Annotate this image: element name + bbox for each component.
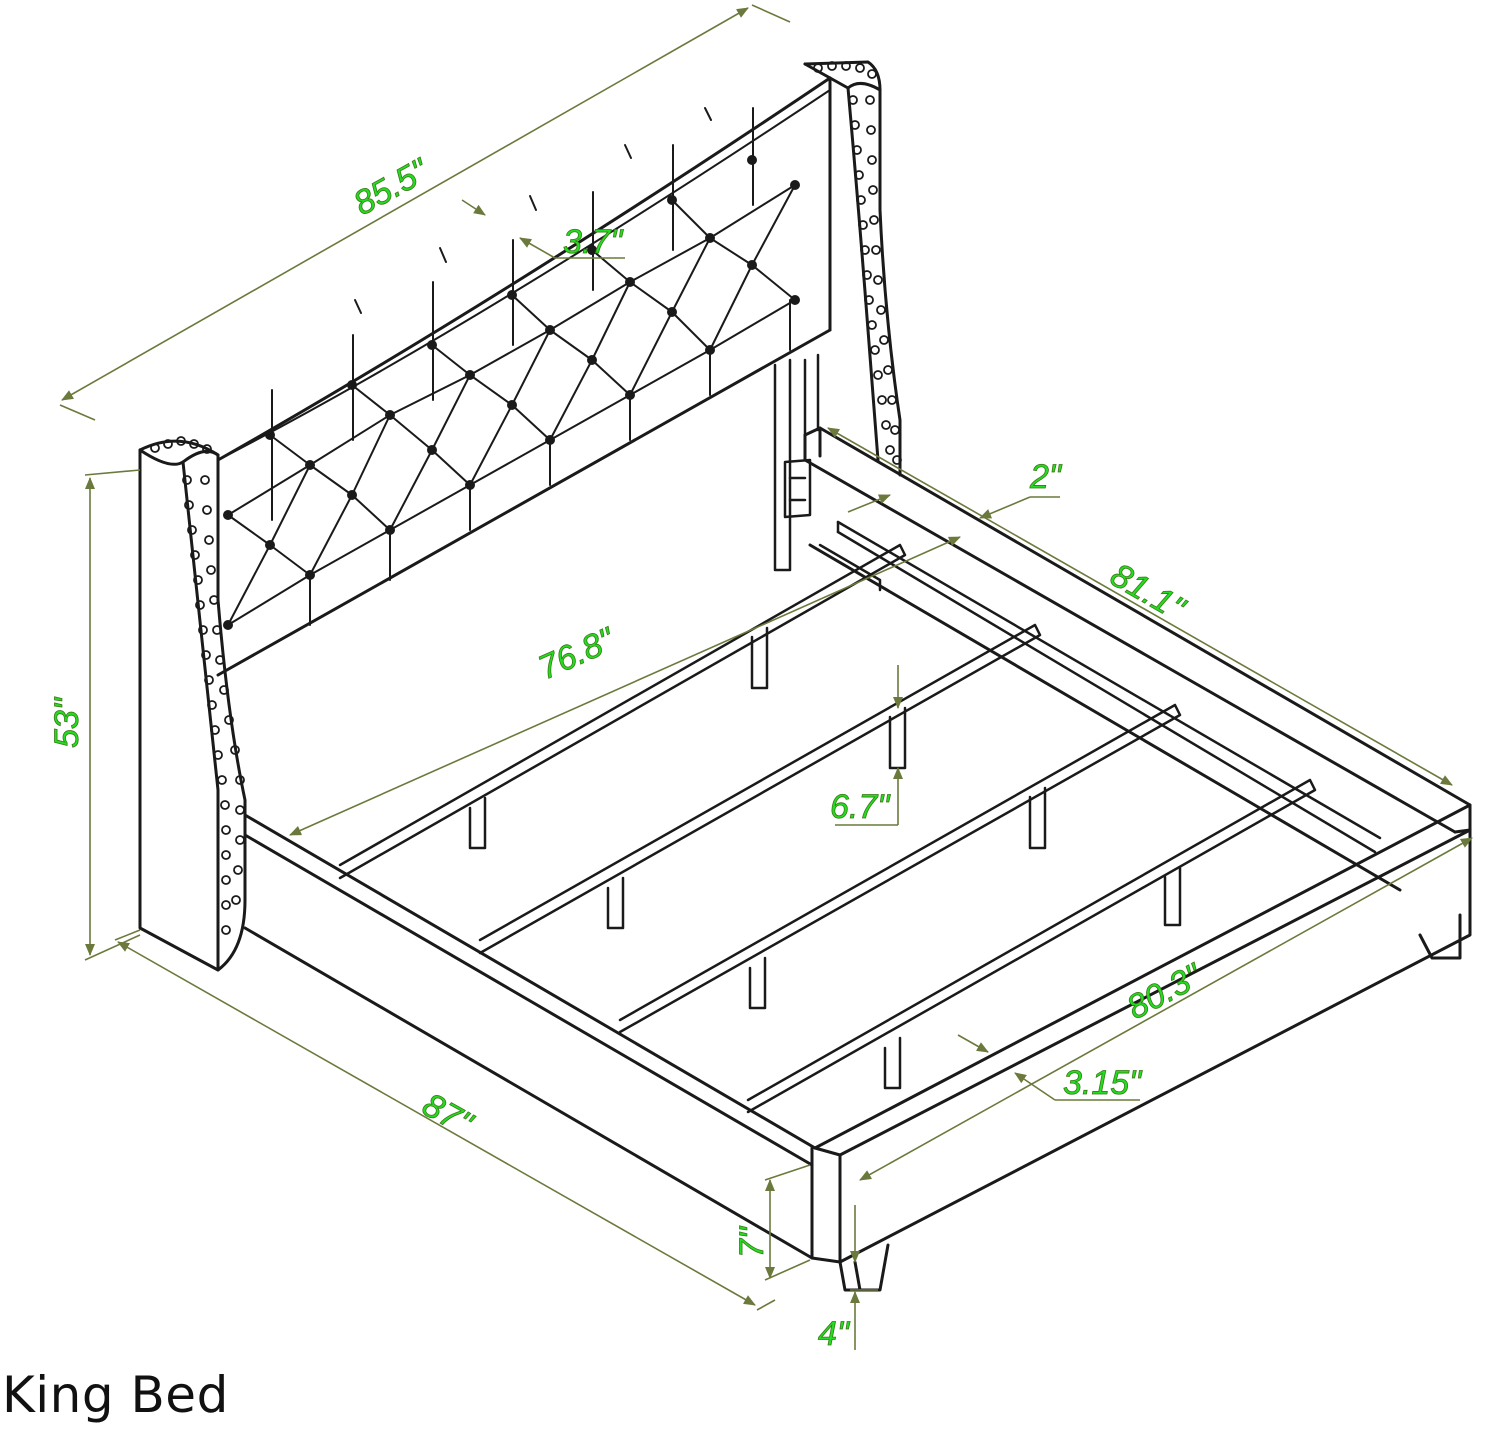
label-6-7: 6.7" [830, 788, 891, 826]
footboard-rail [810, 803, 1472, 1292]
dimension-lines [59, 4, 1473, 1350]
slat-legs [468, 626, 1182, 1090]
label-3-7: 3.7" [563, 223, 624, 261]
dim-line-3-7 [461, 199, 486, 216]
left-wing-post [138, 439, 247, 972]
tufting-buttons [223, 155, 800, 630]
nailhead-trim [150, 61, 902, 935]
label-76-8: 76.8" [533, 620, 622, 687]
label-7: 7" [733, 1225, 771, 1258]
headboard-panel [216, 76, 832, 677]
label-2: 2" [1029, 458, 1063, 496]
label-87: 87" [416, 1086, 480, 1144]
left-side-rail [243, 813, 842, 1260]
dim-line-80-3 [859, 837, 1473, 1181]
label-80-3: 80.3" [1121, 956, 1210, 1027]
dim-line-2 [847, 494, 891, 513]
label-3-15: 3.15" [1063, 1064, 1143, 1102]
dim-line-85-5 [61, 7, 749, 401]
dim-line-87 [117, 941, 756, 1306]
label-53: 53" [48, 696, 86, 748]
right-wing-post [803, 60, 902, 477]
center-rail [818, 520, 1382, 854]
caption-king-bed: King Bed [2, 1366, 229, 1424]
dim-line-81-1 [827, 427, 1453, 786]
label-4: 4" [818, 1315, 851, 1353]
bed-frame-drawing [138, 60, 1472, 1292]
dim-line-3-15 [957, 1034, 989, 1053]
dimension-labels: 85.5" 3.7" 53" 76.8" 81.1" 2" 6.7" 80.3"… [48, 150, 1210, 1353]
